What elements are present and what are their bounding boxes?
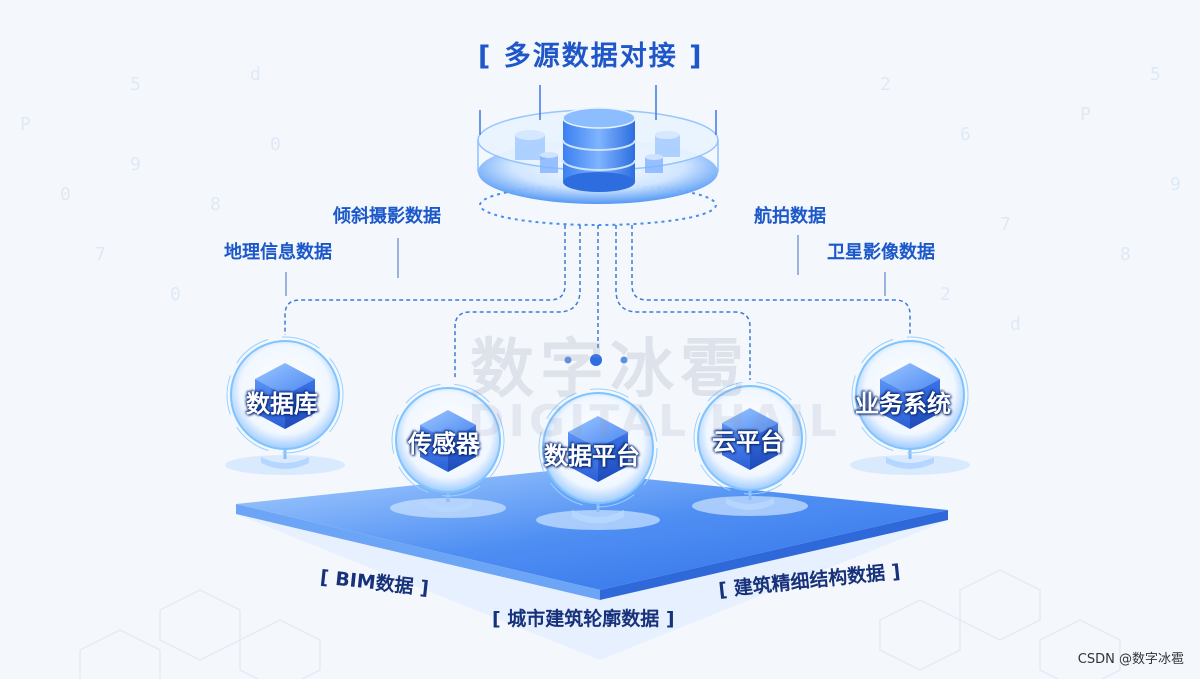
svg-text:9: 9 [1170,174,1181,195]
hub-input-lines [479,85,717,135]
source-pointer-lines [285,235,886,296]
svg-text:2: 2 [880,74,891,95]
svg-text:d: d [250,64,261,85]
node-data-platform [536,388,660,530]
svg-text:5: 5 [130,74,141,95]
node-label-cloud-platform: 云平台 [712,428,784,456]
platform-label-city-outline: [ 城市建筑轮廓数据 ] [492,608,675,630]
svg-text:P: P [20,114,31,135]
node-database [225,336,345,475]
source-credit: CSDN @数字冰雹 [1077,652,1184,667]
node-cloud-platform [692,381,808,516]
svg-text:9: 9 [130,154,141,175]
svg-text:6: 6 [960,124,971,145]
small-database-icon [515,130,680,173]
svg-text:8: 8 [210,194,221,215]
node-business-system [850,336,970,475]
node-sensor [390,383,506,518]
node-label-business-system: 业务系统 [855,390,951,418]
source-label-gis: 地理信息数据 [224,242,332,263]
watermark-logo-text: 数字冰雹 [470,333,750,407]
connector-lines [284,225,911,380]
main-database-icon [562,107,636,192]
svg-text:2: 2 [940,284,951,305]
svg-text:0: 0 [270,134,281,155]
node-label-database: 数据库 [246,390,318,418]
svg-text:d: d [1010,314,1021,335]
svg-text:5: 5 [1150,64,1161,85]
center-dots [564,354,628,366]
source-label-satellite: 卫星影像数据 [827,242,935,263]
background-digit-pattern: P 0 7 5 9 0 d 0 8 2 6 7 P 8 9 2 d 5 [20,64,1181,335]
svg-text:0: 0 [60,184,71,205]
node-label-data-platform: 数据平台 [544,442,640,470]
svg-text:8: 8 [1120,244,1131,265]
source-label-oblique-photography: 倾斜摄影数据 [333,206,441,227]
source-label-aerial: 航拍数据 [754,206,826,227]
node-label-sensor: 传感器 [408,430,480,458]
watermark-logo-subtext: DIGITAL HAIL [468,396,841,447]
svg-text:P: P [1080,104,1091,125]
diagram-title: [ 多源数据对接 ] [478,41,704,72]
hexagon-floor-pattern [79,569,1121,679]
svg-text:7: 7 [1000,214,1011,235]
svg-text:7: 7 [95,244,106,265]
svg-text:0: 0 [170,284,181,305]
